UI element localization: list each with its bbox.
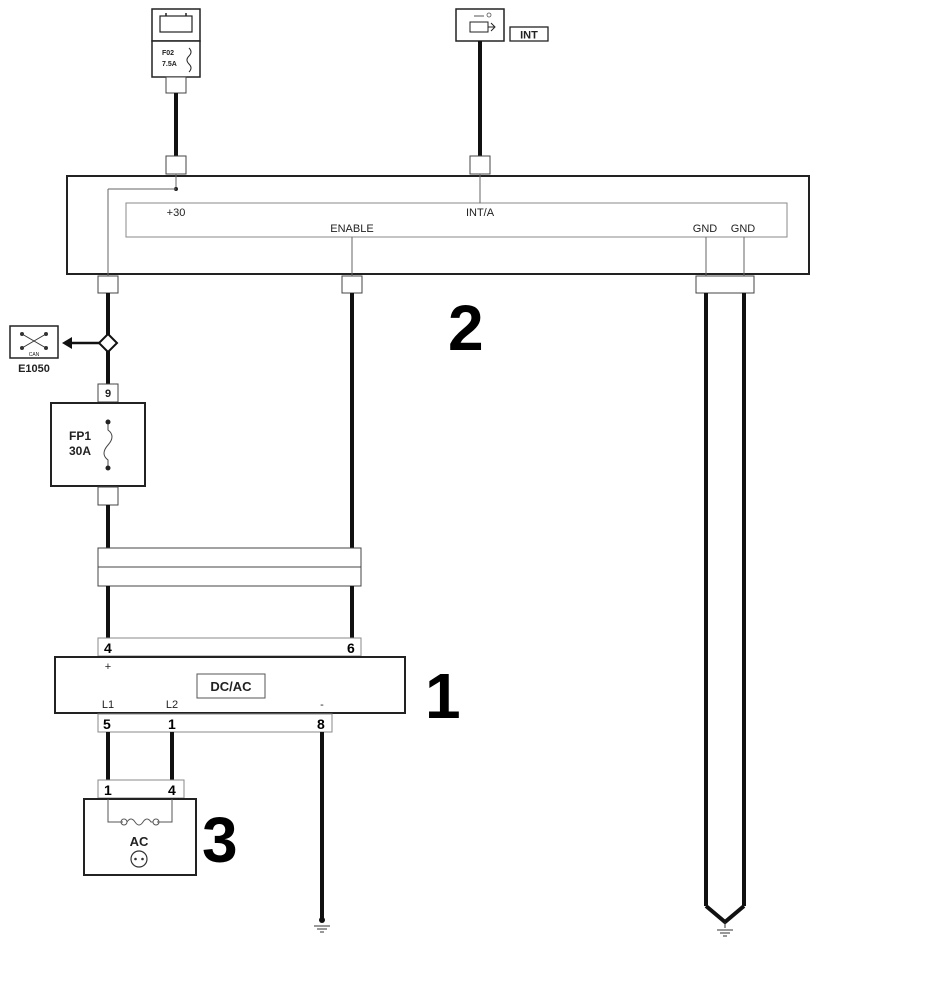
fuse-fp1-symbol-icon — [103, 424, 113, 466]
e1050-code: E1050 — [18, 363, 50, 375]
ground-symbol-icon — [314, 917, 330, 933]
label-enable: ENABLE — [330, 223, 373, 235]
battery-fuse-f02: F02 7.5A — [151, 8, 201, 94]
fuse-fp1: FP1 30A — [50, 402, 146, 487]
wire-gnd-pair — [704, 293, 746, 925]
int-switch: INT — [455, 8, 549, 42]
label-gnd-1: GND — [693, 223, 718, 235]
inverter-l1: L1 — [102, 699, 114, 711]
int-tag: INT — [520, 30, 538, 42]
inverter-l2: L2 — [166, 699, 178, 711]
outlet-icon — [130, 850, 148, 868]
inline-connector — [97, 547, 362, 587]
callout-3: 3 — [202, 804, 238, 876]
e1050-small-label: CAN — [29, 352, 40, 358]
socket-label: AC — [130, 834, 149, 849]
pin-4-socket: 4 — [168, 782, 176, 798]
label-plus30: +30 — [167, 207, 186, 219]
connector-e1050: CAN E1050 — [9, 325, 59, 375]
network-icon — [20, 332, 48, 350]
ac-socket: AC — [83, 798, 197, 876]
pin-1-l2: 1 — [168, 716, 176, 732]
switch-icon — [469, 12, 496, 33]
splice-node — [97, 332, 119, 354]
inverter-plus: + — [105, 661, 111, 673]
inverter-minus: - — [320, 699, 324, 711]
fuse-f02-name: F02 — [162, 50, 174, 57]
pin-9: 9 — [105, 388, 111, 400]
pin-8: 8 — [317, 716, 325, 732]
module-2: +30 INT/A ENABLE GND GND — [66, 174, 810, 276]
pin-4-top: 4 — [104, 640, 112, 656]
label-gnd-2: GND — [731, 223, 756, 235]
battery-icon — [159, 13, 193, 33]
pin-5: 5 — [103, 716, 111, 732]
callout-1: 1 — [425, 660, 461, 732]
inverter-dc-ac: + DC/AC L1 L2 - — [54, 656, 406, 714]
fuse-fp1-name: FP1 — [69, 429, 91, 443]
ground-symbol-icon — [717, 922, 733, 937]
fuse-f02-symbol-icon — [186, 47, 192, 73]
label-int-a: INT/A — [466, 207, 495, 219]
pin-6: 6 — [347, 640, 355, 656]
fuse-f02-rating: 7.5A — [162, 61, 177, 68]
fuse-fp1-rating: 30A — [69, 444, 91, 458]
pin-1-socket: 1 — [104, 782, 112, 798]
callout-2: 2 — [448, 292, 484, 364]
inverter-label: DC/AC — [210, 679, 252, 694]
